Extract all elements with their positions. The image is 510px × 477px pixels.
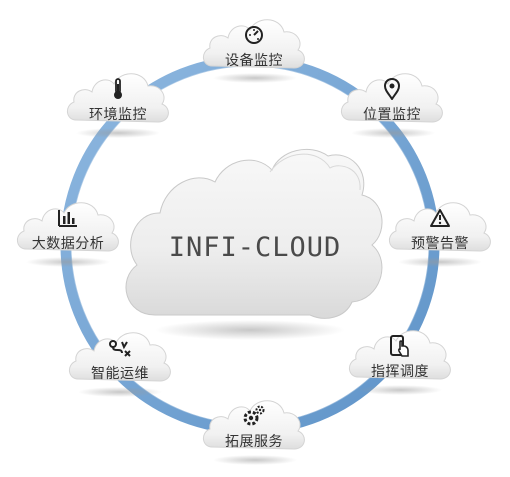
- route-icon: [65, 337, 175, 359]
- node-dispatch[interactable]: 指挥调度: [345, 321, 455, 391]
- center-cloud-shadow: [155, 320, 345, 340]
- gauge-icon: [199, 24, 309, 46]
- node-label: 设备监控: [225, 53, 283, 69]
- node-environment-monitor[interactable]: 环境监控: [63, 64, 173, 134]
- node-label: 位置监控: [363, 107, 421, 123]
- warning-triangle-icon: [385, 207, 495, 229]
- map-pin-icon: [337, 78, 447, 100]
- node-alert[interactable]: 预警告警: [385, 193, 495, 263]
- node-label: 环境监控: [89, 107, 147, 123]
- node-label: 指挥调度: [371, 364, 429, 380]
- node-label: 大数据分析: [31, 236, 105, 252]
- node-label: 拓展服务: [225, 434, 283, 450]
- node-smart-ops[interactable]: 智能运维: [65, 323, 175, 393]
- gears-icon: [199, 405, 309, 427]
- thermometer-icon: [63, 78, 173, 100]
- bar-chart-icon: [13, 207, 123, 229]
- node-label: 智能运维: [91, 366, 149, 382]
- node-label: 预警告警: [411, 236, 469, 252]
- center-title: INFI-CLOUD: [168, 232, 342, 263]
- touch-phone-icon: [345, 335, 455, 357]
- node-device-monitor[interactable]: 设备监控: [199, 10, 309, 80]
- node-big-data[interactable]: 大数据分析: [13, 193, 123, 263]
- center-cloud: [125, 148, 383, 319]
- node-extend-service[interactable]: 拓展服务: [199, 391, 309, 461]
- node-location-monitor[interactable]: 位置监控: [337, 64, 447, 134]
